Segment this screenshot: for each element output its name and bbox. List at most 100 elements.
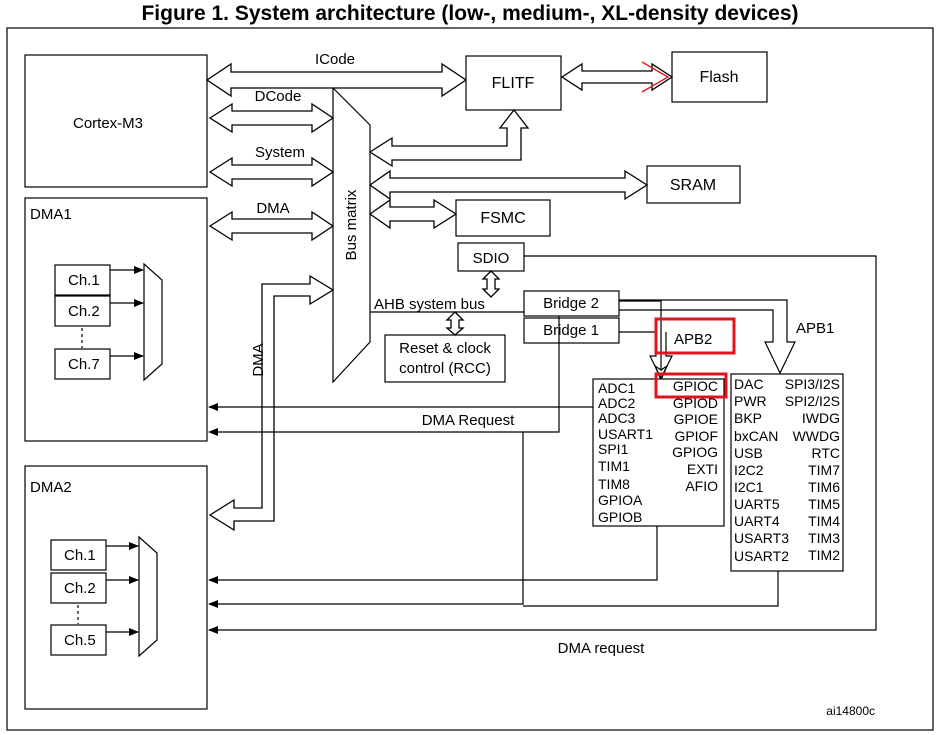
dma2-bus (208, 274, 335, 532)
apb2-periph: SPI1 (598, 441, 629, 457)
apb2-periph: GPIOG (672, 444, 718, 460)
sram-label: SRAM (670, 177, 716, 194)
apb2-peripherals-block (592, 378, 725, 527)
apb2-periph: TIM8 (598, 476, 630, 492)
apb1-periph: TIM6 (808, 479, 840, 495)
dma1-channel-2 (54, 295, 111, 327)
flitf-flash-link (560, 62, 674, 92)
flash-link-red-note (641, 61, 670, 93)
apb1-periph: UART5 (734, 496, 780, 512)
rcc-label-line1: Reset & clock (399, 340, 491, 357)
dma1-channel-7 (54, 348, 111, 380)
fsmc-label: FSMC (480, 210, 525, 227)
cortex-m3-block (24, 54, 208, 188)
dma-request-to-dma2-d (208, 255, 877, 634)
apb1-periph: PWR (734, 393, 767, 409)
bridge1-label: Bridge 1 (543, 322, 599, 339)
apb1-periph: I2C2 (734, 462, 764, 478)
apb1-periph: I2C1 (734, 479, 764, 495)
apb2-periph: GPIOD (673, 395, 718, 411)
apb1-periph: USART2 (734, 548, 789, 564)
apb1-periph: RTC (811, 445, 840, 461)
flitf-block (465, 55, 562, 111)
matrix-fsmc-link (368, 198, 458, 230)
apb1-periph: TIM4 (808, 513, 840, 529)
apb1-peripherals-block (730, 373, 844, 572)
dma1-bus (208, 210, 335, 242)
dma1-label: DMA1 (30, 206, 72, 223)
dma-request-to-dma2-a (208, 526, 658, 584)
dma-request-upper-label: DMA Request (422, 412, 515, 429)
dma2-channel-1 (50, 539, 107, 571)
dcode-bus-label: DCode (255, 88, 302, 105)
matrix-sram-link (368, 169, 649, 201)
dma2-label: DMA2 (30, 479, 72, 496)
bus-matrix (332, 86, 371, 384)
apb1-peripherals-right: SPI3/I2S SPI2/I2S IWDG WWDG RTC TIM7 TIM… (785, 376, 840, 563)
fsmc-block (455, 199, 551, 237)
apb2-peripherals-right: GPIOC GPIOD GPIOE GPIOF GPIOG EXTI AFIO (672, 378, 718, 494)
apb1-periph: TIM2 (808, 547, 840, 563)
system-bus (208, 156, 335, 188)
dcode-bus (208, 102, 335, 134)
dma-request-lower-label: DMA request (558, 640, 646, 657)
ahb-rcc-link (445, 311, 465, 336)
cortex-m3-label: Cortex-M3 (73, 115, 143, 132)
flitf-label: FLITF (492, 75, 535, 92)
apb2-periph: GPIOC (673, 378, 718, 394)
apb2-periph: AFIO (685, 478, 718, 494)
system-bus-label: System (255, 144, 305, 161)
apb1-periph: bxCAN (734, 428, 778, 444)
bridge2-block (523, 290, 620, 317)
apb1-periph: WWDG (793, 428, 840, 444)
flash-label: Flash (699, 69, 738, 86)
sdio-label: SDIO (473, 250, 510, 267)
dma2-channel-5 (50, 624, 107, 656)
dma2-bus-label: DMA (250, 343, 267, 376)
dma1-channel-1 (54, 264, 111, 296)
rcc-label-line2: control (RCC) (399, 360, 491, 377)
dma2-arbiter (138, 535, 158, 658)
apb1-periph: DAC (734, 376, 764, 392)
apb2-periph: TIM1 (598, 458, 630, 474)
bridge1-block (523, 317, 620, 344)
sdio-ahb-link (481, 270, 501, 298)
flash-block (671, 51, 768, 103)
dma-request-to-dma2-b (208, 432, 524, 608)
figure-reference: ai14800c (826, 704, 875, 718)
figure-title: Figure 1. System architecture (low-, med… (141, 2, 798, 25)
apb2-peripherals-left: ADC1 ADC2 ADC3 USART1 SPI1 TIM1 TIM8 GPI… (598, 380, 653, 525)
sdio-block (457, 242, 525, 272)
apb2-periph: GPIOE (674, 411, 718, 427)
dma1-channel-7-label: Ch.7 (68, 356, 100, 373)
dma2-channel-2 (50, 572, 107, 604)
apb1-periph: SPI3/I2S (785, 376, 840, 392)
gpioc-highlight (654, 372, 728, 399)
apb1-periph: IWDG (802, 410, 840, 426)
apb2-periph: ADC3 (598, 410, 636, 426)
apb1-periph: TIM3 (808, 530, 840, 546)
apb1-bus-label: APB1 (796, 320, 834, 337)
bridge2-label: Bridge 2 (543, 295, 599, 312)
apb2-periph: GPIOA (598, 492, 643, 508)
dma2-channel-1-label: Ch.1 (64, 547, 96, 564)
dma-request-to-dma2-c (523, 571, 779, 607)
apb2-periph: EXTI (687, 461, 718, 477)
dma1-channel-2-label: Ch.2 (68, 303, 100, 320)
apb2-periph: ADC2 (598, 395, 636, 411)
dma1-channel-1-label: Ch.1 (68, 272, 100, 289)
apb1-periph: TIM7 (808, 462, 840, 478)
apb1-periph: SPI2/I2S (785, 393, 840, 409)
apb2-periph: GPIOF (674, 428, 718, 444)
sram-block (646, 165, 741, 204)
apb1-peripherals-left: DAC PWR BKP bxCAN USB I2C2 I2C1 UART5 UA… (734, 376, 789, 564)
icode-bus-label: ICode (315, 51, 355, 68)
dma2-channel-5-label: Ch.5 (64, 632, 96, 649)
dma1-bus-label: DMA (256, 200, 289, 217)
apb1-periph: BKP (734, 410, 762, 426)
dma2-channel-2-label: Ch.2 (64, 580, 96, 597)
apb1-periph: UART4 (734, 513, 780, 529)
apb1-periph: TIM5 (808, 496, 840, 512)
dma1-arbiter (143, 262, 163, 382)
